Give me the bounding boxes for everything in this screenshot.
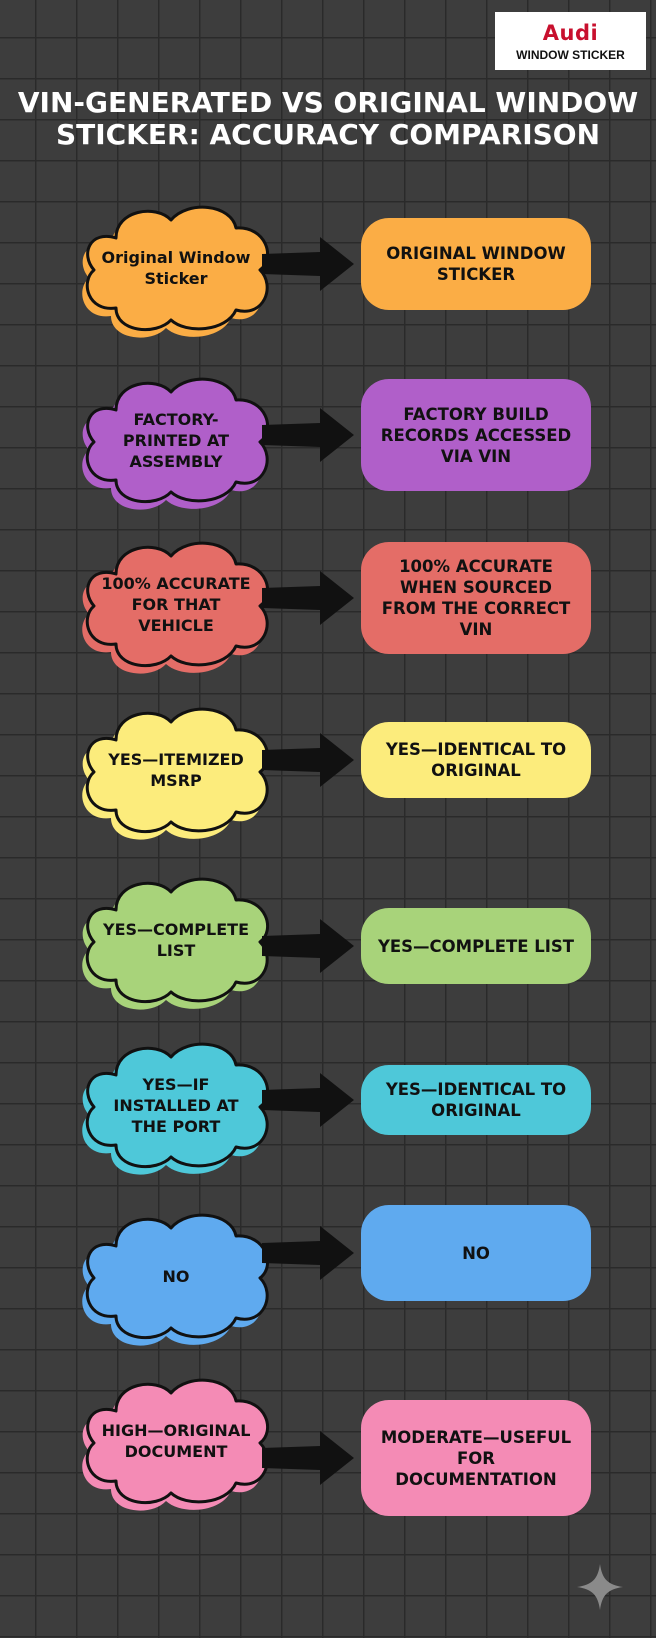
vin-sticker-pill: YES—COMPLETE LIST <box>361 908 591 984</box>
cloud-shape <box>82 205 270 338</box>
original-sticker-cloud: YES—ITEMIZED MSRP <box>76 700 276 840</box>
sparkle-icon <box>577 1564 623 1610</box>
cloud-label: YES—IF INSTALLED AT THE PORT <box>113 1074 239 1136</box>
right-arrow-icon <box>262 571 354 625</box>
right-arrow-icon <box>262 408 354 462</box>
cloud-shape <box>82 877 270 1010</box>
original-sticker-cloud: YES—IF INSTALLED AT THE PORT <box>76 1035 276 1175</box>
vin-sticker-pill: NO <box>361 1205 591 1301</box>
cloud-shape <box>82 1042 270 1175</box>
cloud-label: YES—ITEMIZED MSRP <box>108 750 244 790</box>
original-sticker-cloud: 100% ACCURATE FOR THAT VEHICLE <box>76 534 276 674</box>
cloud-label: Original Window Sticker <box>101 248 251 288</box>
comparison-row: HIGH—ORIGINAL DOCUMENT MODERATE—USEFUL FO… <box>0 1370 656 1520</box>
comparison-row: NO NO <box>0 1205 656 1355</box>
cloud-shape <box>82 707 270 840</box>
right-arrow-icon <box>262 733 354 787</box>
cloud-label: NO <box>162 1266 190 1286</box>
right-arrow-icon <box>262 237 354 291</box>
comparison-row: FACTORY-PRINTED AT ASSEMBLY FACTORY BUILD… <box>0 365 656 515</box>
brand-name: Audi <box>542 21 599 45</box>
vin-sticker-pill: FACTORY BUILD RECORDS ACCESSED VIA VIN <box>361 379 591 491</box>
vin-sticker-pill: YES—IDENTICAL TO ORIGINAL <box>361 722 591 798</box>
cloud-shape <box>82 541 270 674</box>
right-arrow-icon <box>262 1073 354 1127</box>
vin-sticker-pill: MODERATE—USEFUL FOR DOCUMENTATION <box>361 1400 591 1516</box>
comparison-row: Original Window Sticker ORIGINAL WINDOW S… <box>0 198 656 348</box>
right-arrow-icon <box>262 919 354 973</box>
comparison-row: YES—ITEMIZED MSRP YES—IDENTICAL TO ORIGIN… <box>0 700 656 850</box>
comparison-row: YES—COMPLETE LIST YES—COMPLETE LIST <box>0 868 656 1018</box>
cloud-shape <box>82 1213 270 1346</box>
brand-logo: Audi WINDOW STICKER <box>495 12 646 70</box>
brand-subtitle: WINDOW STICKER <box>516 48 625 62</box>
cloud-label: 100% ACCURATE FOR THAT VEHICLE <box>101 573 251 635</box>
cloud-shape <box>82 1378 270 1511</box>
right-arrow-icon <box>262 1226 354 1280</box>
original-sticker-cloud: NO <box>76 1206 276 1346</box>
page-title: VIN-GENERATED VS ORIGINAL WINDOW STICKER… <box>17 86 639 151</box>
cloud-shape <box>82 377 270 510</box>
cloud-label: YES—COMPLETE LIST <box>103 920 249 960</box>
comparison-row: YES—IF INSTALLED AT THE PORT YES—IDENTICA… <box>0 1035 656 1185</box>
original-sticker-cloud: YES—COMPLETE LIST <box>76 870 276 1010</box>
vin-sticker-pill: YES—IDENTICAL TO ORIGINAL <box>361 1065 591 1135</box>
vin-sticker-pill: 100% ACCURATE WHEN SOURCED FROM THE CORR… <box>361 542 591 654</box>
original-sticker-cloud: FACTORY-PRINTED AT ASSEMBLY <box>76 370 276 510</box>
comparison-row: 100% ACCURATE FOR THAT VEHICLE 100% ACCUR… <box>0 530 656 680</box>
vin-sticker-pill: ORIGINAL WINDOW STICKER <box>361 218 591 310</box>
cloud-label: HIGH—ORIGINAL DOCUMENT <box>101 1421 251 1461</box>
original-sticker-cloud: HIGH—ORIGINAL DOCUMENT <box>76 1371 276 1511</box>
original-sticker-cloud: Original Window Sticker <box>76 198 276 338</box>
cloud-label: FACTORY-PRINTED AT ASSEMBLY <box>122 409 230 471</box>
right-arrow-icon <box>262 1431 354 1485</box>
